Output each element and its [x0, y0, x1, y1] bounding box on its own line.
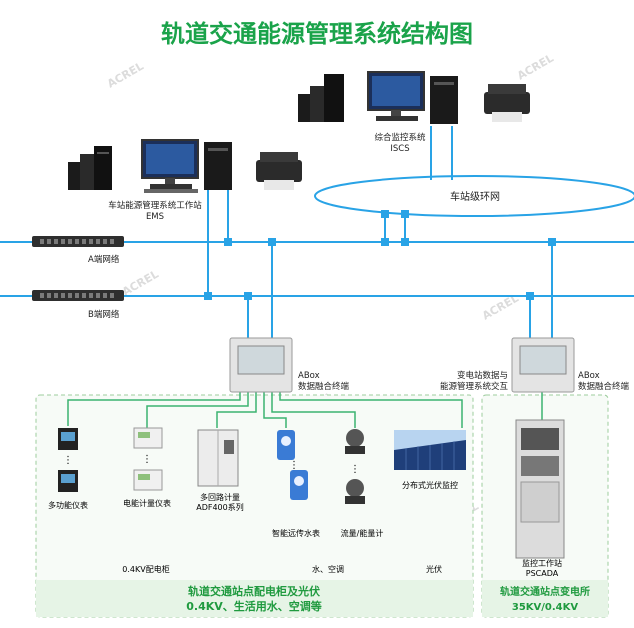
energy-meter-icon	[133, 427, 163, 491]
device-pscada-code: PSCADA	[526, 569, 559, 578]
device-water-meter-label: 智能远传水表	[272, 528, 320, 538]
monitor-icon	[141, 139, 199, 193]
device-lines	[67, 392, 543, 428]
switch-a-icon	[32, 236, 124, 247]
watermark: ACREL	[515, 52, 556, 83]
printer-icon	[256, 152, 302, 190]
substation-link-label-2: 能源管理系统交互	[440, 381, 509, 392]
pc-tower-icon	[204, 142, 232, 190]
cabinet-icon	[197, 429, 239, 487]
iscs-label: 综合监控系统	[374, 132, 426, 143]
right-panel-title: 轨道交通站点变电所	[500, 585, 590, 598]
right-panel-banner	[482, 580, 608, 617]
multifunction-meter-icon	[58, 428, 78, 492]
water-meter-icon	[277, 430, 308, 500]
device-pscada-label: 监控工作站	[522, 558, 562, 568]
flow-meter-icon	[345, 429, 365, 504]
printer-icon	[484, 84, 530, 122]
pc-tower-icon	[430, 76, 458, 124]
switch-b-icon	[32, 290, 124, 301]
net-a-label: A端网络	[88, 254, 120, 265]
monitor-icon	[367, 71, 425, 121]
left-panel-title: 轨道交通站点配电柜及光伏	[188, 584, 320, 598]
left-panel-banner	[36, 580, 473, 617]
abox-right-subtitle: 数据融合终端	[578, 381, 630, 392]
abox-left-icon	[229, 337, 293, 393]
iscs-code: ISCS	[390, 144, 409, 154]
watermark: ACREL	[105, 60, 146, 91]
ems-label: 车站能源管理系统工作站	[108, 200, 202, 211]
category-water: 水、空调	[312, 564, 344, 574]
ellipsis: ⋮	[289, 460, 299, 471]
junction-dots	[204, 210, 556, 300]
device-flow-meter-label: 流量/能量计	[341, 528, 384, 538]
net-b-label: B端网络	[88, 309, 120, 320]
category-pv: 光伏	[426, 564, 442, 574]
device-multiloop-label: 多回路计量	[200, 492, 240, 502]
right-panel-subtitle: 35KV/0.4KV	[512, 602, 579, 613]
station-ring-network	[314, 175, 634, 217]
abox-right-title: ABox	[578, 371, 600, 381]
diagram-title: 轨道交通能源管理系统结构图	[161, 20, 473, 48]
device-pv-label: 分布式光伏监控	[402, 480, 458, 490]
ellipsis: ⋮	[63, 455, 73, 466]
abox-left-title: ABox	[298, 371, 320, 381]
device-energy-meter-label: 电能计量仪表	[123, 498, 171, 508]
server-rack-icon	[298, 74, 344, 122]
ems-code: EMS	[146, 212, 164, 222]
substation-link-label: 变电站数据与	[457, 370, 508, 381]
device-multiloop-series: ADF400系列	[196, 502, 244, 512]
solar-panel-icon	[394, 430, 466, 470]
server-rack-icon	[68, 146, 112, 190]
ring-label: 车站级环网	[450, 190, 500, 203]
device-multifunction-label: 多功能仪表	[48, 500, 88, 510]
abox-left-subtitle: 数据融合终端	[298, 381, 350, 392]
category-04kv: 0.4KV配电柜	[122, 564, 169, 574]
watermark: ACREL	[120, 268, 161, 299]
pscada-cabinet-icon	[515, 419, 565, 559]
ellipsis: ⋮	[350, 464, 360, 475]
ellipsis: ⋮	[142, 454, 152, 465]
abox-right-icon	[511, 337, 575, 393]
left-panel-subtitle: 0.4KV、生活用水、空调等	[186, 599, 322, 613]
